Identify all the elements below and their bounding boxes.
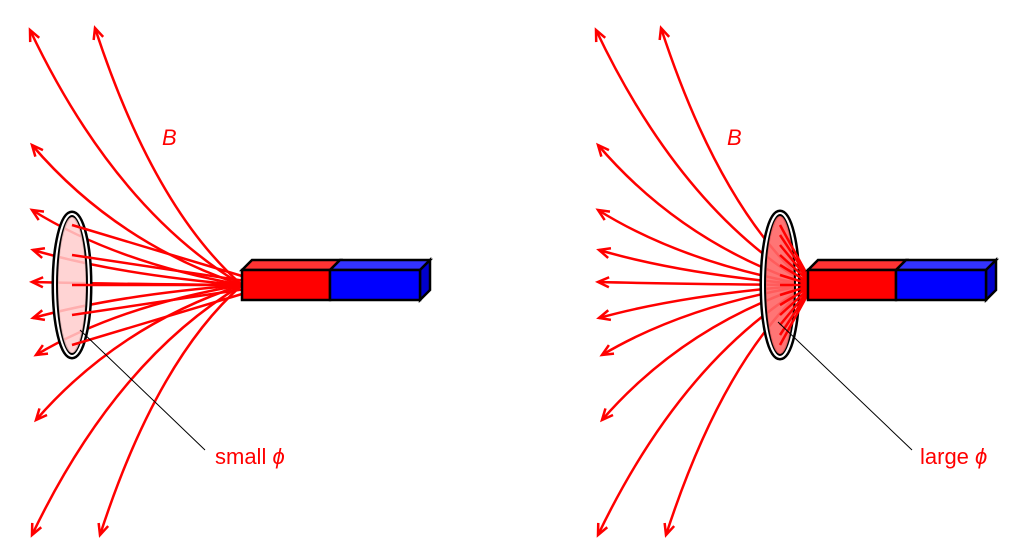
panel-large-flux: B large ϕ [594,25,1000,538]
field-line-segment [779,285,809,297]
field-line-segment [778,293,810,346]
arrowhead-icon [596,247,612,259]
arrowhead-icon [34,408,48,423]
field-line-segment [71,288,243,317]
field-line-segment [779,288,809,316]
field-line-segment [779,273,809,285]
field-line [35,283,243,421]
arrowhead-icon [30,247,46,259]
field-line [31,144,243,287]
field-line-segment [779,290,809,326]
south-top-face [892,258,1000,272]
arrowhead-icon [594,276,610,289]
field-line [35,283,243,357]
arrowhead-icon [28,27,41,43]
arrowhead-icon [596,142,610,157]
field-line-segment [779,244,809,280]
arrowhead-icon [600,408,614,423]
arrowhead-icon [599,344,615,357]
field-line-segment [71,223,243,278]
arrowhead-icon [596,522,609,538]
leader-line [79,329,206,451]
north-top-face [238,258,344,272]
arrowhead-icon [663,522,676,538]
panel-small-flux: B small ϕ [28,25,434,538]
arrowhead-icon [30,522,43,538]
field-line [31,208,243,287]
arrowhead-icon [595,208,611,221]
field-line [28,29,243,287]
field-line-segment [71,253,243,282]
field-line-segment [779,254,809,282]
field-line-stubs [71,223,243,347]
field-label: B [727,125,742,150]
arrowhead-icon [596,309,612,322]
arrowhead-icon [30,142,44,157]
field-line-segment [71,292,243,347]
field-label: B [162,125,177,150]
arrowhead-icon [29,208,45,221]
arrowhead-icon [594,27,607,43]
field-line-segment [778,224,810,277]
field-line-segment [779,286,809,307]
field-line-segment [778,234,810,279]
arrowhead-icon [28,276,44,289]
north-pole [806,268,898,302]
arrowhead-icon [658,25,671,41]
field-line [93,27,243,286]
field-line [30,283,243,536]
field-line [98,284,243,536]
south-top-face [326,258,434,272]
bar-magnet [804,256,1000,304]
leader-line [777,321,913,451]
flux-label: large ϕ [920,444,987,469]
arrowhead-icon [97,522,110,538]
arrowhead-icon [33,344,49,357]
north-pole [240,268,332,302]
north-top-face [804,258,910,272]
arrowhead-icon [30,309,46,322]
field-line-segment [779,263,809,284]
south-pole [328,268,422,302]
flux-label: small ϕ [215,444,285,469]
south-pole [894,268,988,302]
arrowhead-icon [92,25,105,41]
bar-magnet [238,256,434,304]
